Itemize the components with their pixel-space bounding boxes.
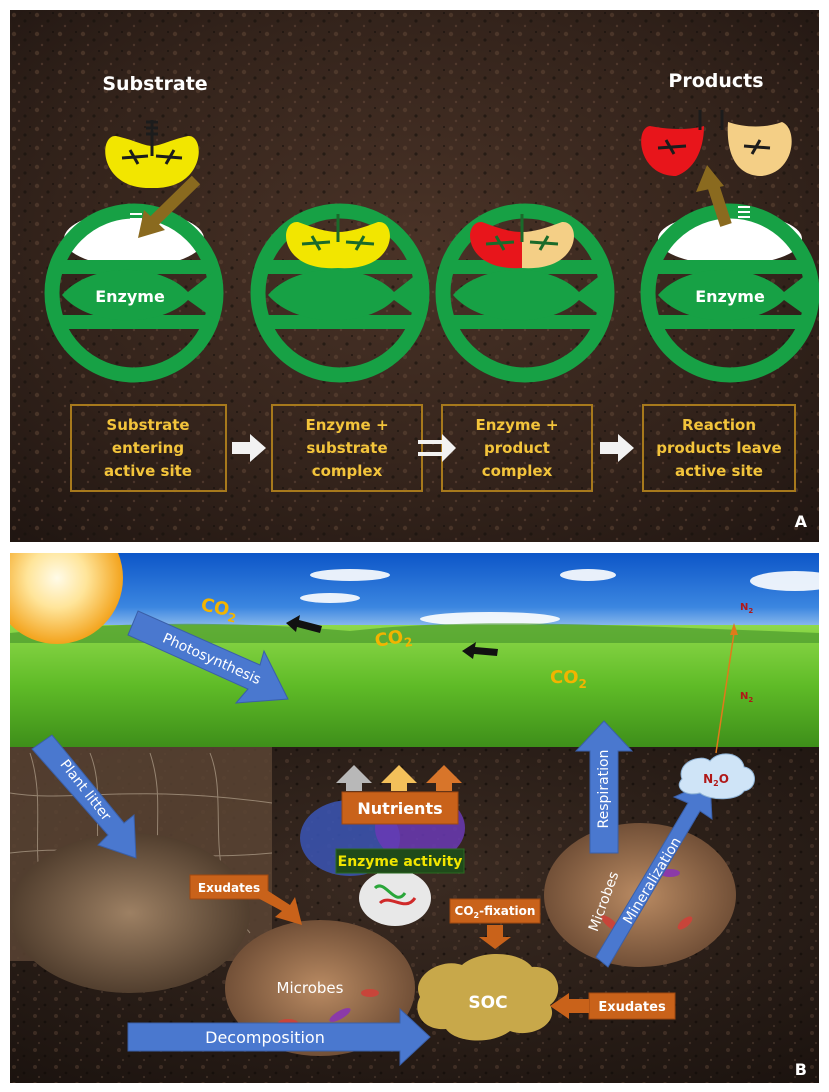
svg-text:Decomposition: Decomposition: [205, 1028, 325, 1047]
panel-letter-b: B: [795, 1060, 807, 1079]
enzyme-label-4: Enzyme: [695, 287, 765, 306]
svg-text:Exudates: Exudates: [198, 881, 260, 895]
litter-circle: [10, 833, 250, 993]
nutrient-arrows: [336, 765, 462, 791]
svg-text:substrate: substrate: [306, 439, 387, 457]
co2-fixation-box: CO2-fixation: [450, 899, 540, 923]
svg-text:complex: complex: [312, 462, 383, 480]
exudates-box-1: Exudates: [190, 875, 268, 899]
enzyme-label: Enzyme: [95, 287, 165, 306]
microbes-label-1: Microbes: [277, 979, 344, 997]
svg-text:complex: complex: [482, 462, 553, 480]
panel-b-soil-carbon-cycle: SOC Photosynthesis CO2 CO2 CO2 Plant lit…: [10, 553, 819, 1083]
svg-text:Exudates: Exudates: [598, 1000, 666, 1015]
panel-a-enzyme-mechanism: Substrate Products Enzyme: [10, 10, 819, 542]
grassland: [10, 625, 819, 747]
panel-a-canvas: Substrate Products Enzyme: [10, 10, 819, 542]
enzyme-activity-label: Enzyme activity: [336, 849, 464, 873]
svg-text:Reaction: Reaction: [682, 416, 756, 434]
svg-text:product: product: [484, 439, 550, 457]
svg-text:active site: active site: [104, 462, 192, 480]
products-title: Products: [668, 70, 763, 92]
substrate-title: Substrate: [102, 73, 207, 95]
svg-text:Enzyme activity: Enzyme activity: [338, 854, 463, 870]
svg-text:products leave: products leave: [656, 439, 781, 457]
exudates-box-2: Exudates: [589, 993, 675, 1019]
svg-text:CO2-fixation: CO2-fixation: [455, 904, 536, 920]
svg-text:Enzyme +: Enzyme +: [305, 416, 388, 434]
enzyme-structure-3: [359, 870, 431, 926]
panel-b-canvas: SOC Photosynthesis CO2 CO2 CO2 Plant lit…: [10, 553, 819, 1083]
svg-text:Nutrients: Nutrients: [357, 799, 442, 818]
svg-text:Enzyme +: Enzyme +: [475, 416, 558, 434]
svg-text:Substrate: Substrate: [106, 416, 189, 434]
svg-text:Respiration: Respiration: [596, 750, 612, 829]
svg-text:active site: active site: [675, 462, 763, 480]
svg-text:SOC: SOC: [468, 993, 507, 1013]
panel-letter-a: A: [795, 512, 808, 531]
nutrients-box: Nutrients: [342, 792, 458, 824]
svg-text:entering: entering: [112, 439, 184, 457]
